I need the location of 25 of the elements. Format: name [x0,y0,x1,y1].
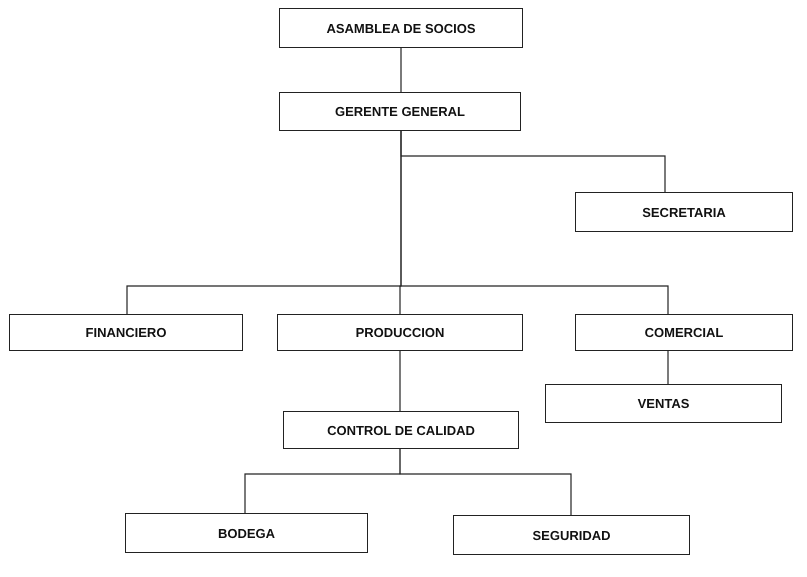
box-label: CONTROL DE CALIDAD [327,422,475,438]
connector-line [400,131,669,314]
org-box [279,92,521,131]
org-box [453,515,690,555]
box-label: SEGURIDAD [532,528,610,542]
org-box [9,314,243,351]
box-label: PRODUCCION [356,325,444,340]
connector-line [667,351,669,384]
org-box [279,8,523,48]
org-box [575,314,793,351]
org-box [575,192,793,232]
connector-line [399,449,572,515]
org-box [283,411,519,449]
box-label: FINANCIERO [86,325,166,340]
box-label: SECRETARIA [642,204,726,220]
box-label: GERENTE GENERAL [334,104,465,119]
connector-line [399,351,401,411]
org-box [545,384,782,423]
box-label: VENTAS [638,396,690,411]
org-box [125,513,368,553]
org-box [277,314,523,351]
box-label: ASAMBLEA DE SOCIOS [326,20,476,36]
box-label: BODEGA [218,526,276,540]
connector-line [400,48,402,92]
box-label: COMERCIAL [644,325,724,340]
